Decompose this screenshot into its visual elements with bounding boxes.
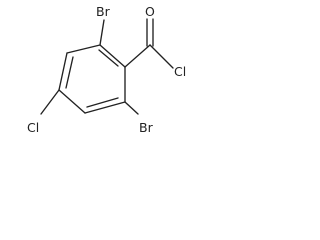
double-bond-inner-c5-c6: [86, 97, 119, 108]
bond-c5-c6: [84, 101, 126, 114]
molecule-svg: Br Br Cl O Cl: [27, 4, 186, 135]
atom-cl-ring: Cl: [27, 120, 39, 135]
double-bond-inner-c3-c4: [65, 56, 74, 89]
atom-cl-acyl: Cl: [174, 64, 186, 79]
bond-carbonyl-cl: [149, 44, 174, 69]
bond-c2-c3: [66, 44, 101, 54]
bond-c2-br-top: [99, 19, 105, 46]
bond-c6-br-bottom: [124, 101, 139, 115]
bond-c4-cl-ring: [40, 89, 60, 115]
atom-br-bottom: Br: [139, 120, 154, 135]
bond-c4-c5: [58, 89, 86, 114]
bond-c1-carbonyl-c: [124, 44, 151, 68]
bond-c3-c4: [58, 52, 68, 91]
structure-diagram: Br Br Cl O Cl: [0, 0, 198, 137]
atom-br-top: Br: [96, 4, 111, 19]
atom-o-carbonyl: O: [145, 4, 155, 19]
double-bond-inner-c1-c2: [98, 49, 119, 67]
bond-c1-c2: [99, 44, 126, 68]
